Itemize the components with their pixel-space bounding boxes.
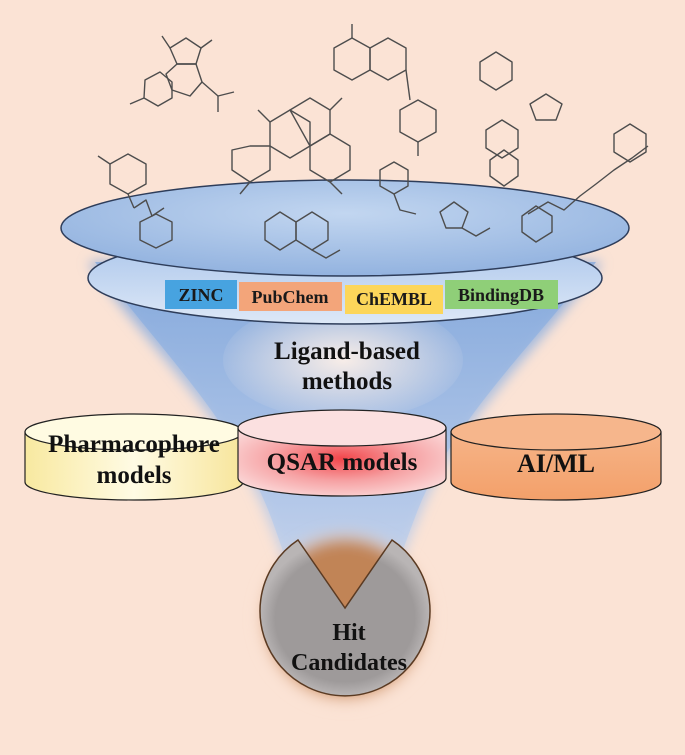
aiml-cylinder: AI/ML xyxy=(450,413,662,501)
qsar-cylinder: QSAR models xyxy=(237,409,447,497)
pubchem-label: PubChem xyxy=(251,287,328,307)
hit-shape xyxy=(259,538,431,697)
method-label-line2: methods xyxy=(302,368,393,395)
chembl-box xyxy=(345,285,443,314)
hit-label-line2: Candidates xyxy=(291,650,407,676)
funnel-glow xyxy=(223,300,463,420)
chembl-label: ChEMBL xyxy=(356,289,432,309)
bindingdb-box xyxy=(445,280,558,309)
pharmacophore-label-line2: models xyxy=(97,462,172,489)
zinc-box xyxy=(165,280,237,309)
molecule-ellagic xyxy=(231,97,351,195)
qsar-label: QSAR models xyxy=(267,449,418,476)
molecule-sugar-chain xyxy=(97,153,173,249)
pubchem-box xyxy=(239,282,342,311)
database-labels: ZINC PubChem ChEMBL BindingDB xyxy=(165,280,558,314)
molecule-spiro-chromane xyxy=(129,35,235,112)
hit-label-line1: Hit xyxy=(332,620,365,646)
pharmacophore-label-line1: Pharmacophore xyxy=(48,431,220,458)
pharmacophore-cylinder: Pharmacophore models xyxy=(24,413,244,501)
molecule-naphthalimide xyxy=(264,211,341,259)
molecule-spiro-hydantoin xyxy=(479,51,563,187)
aiml-label: AI/ML xyxy=(517,449,595,478)
molecule-rhodanine xyxy=(379,161,491,237)
hit-candidates: Hit Candidates xyxy=(253,526,437,710)
bindingdb-label: BindingDB xyxy=(458,285,544,305)
zinc-label: ZINC xyxy=(178,285,223,305)
method-label-line1: Ligand-based xyxy=(274,338,420,365)
molecule-flavone xyxy=(333,24,437,156)
database-disk-top xyxy=(60,179,630,277)
molecule-curcuminoid xyxy=(521,123,649,243)
